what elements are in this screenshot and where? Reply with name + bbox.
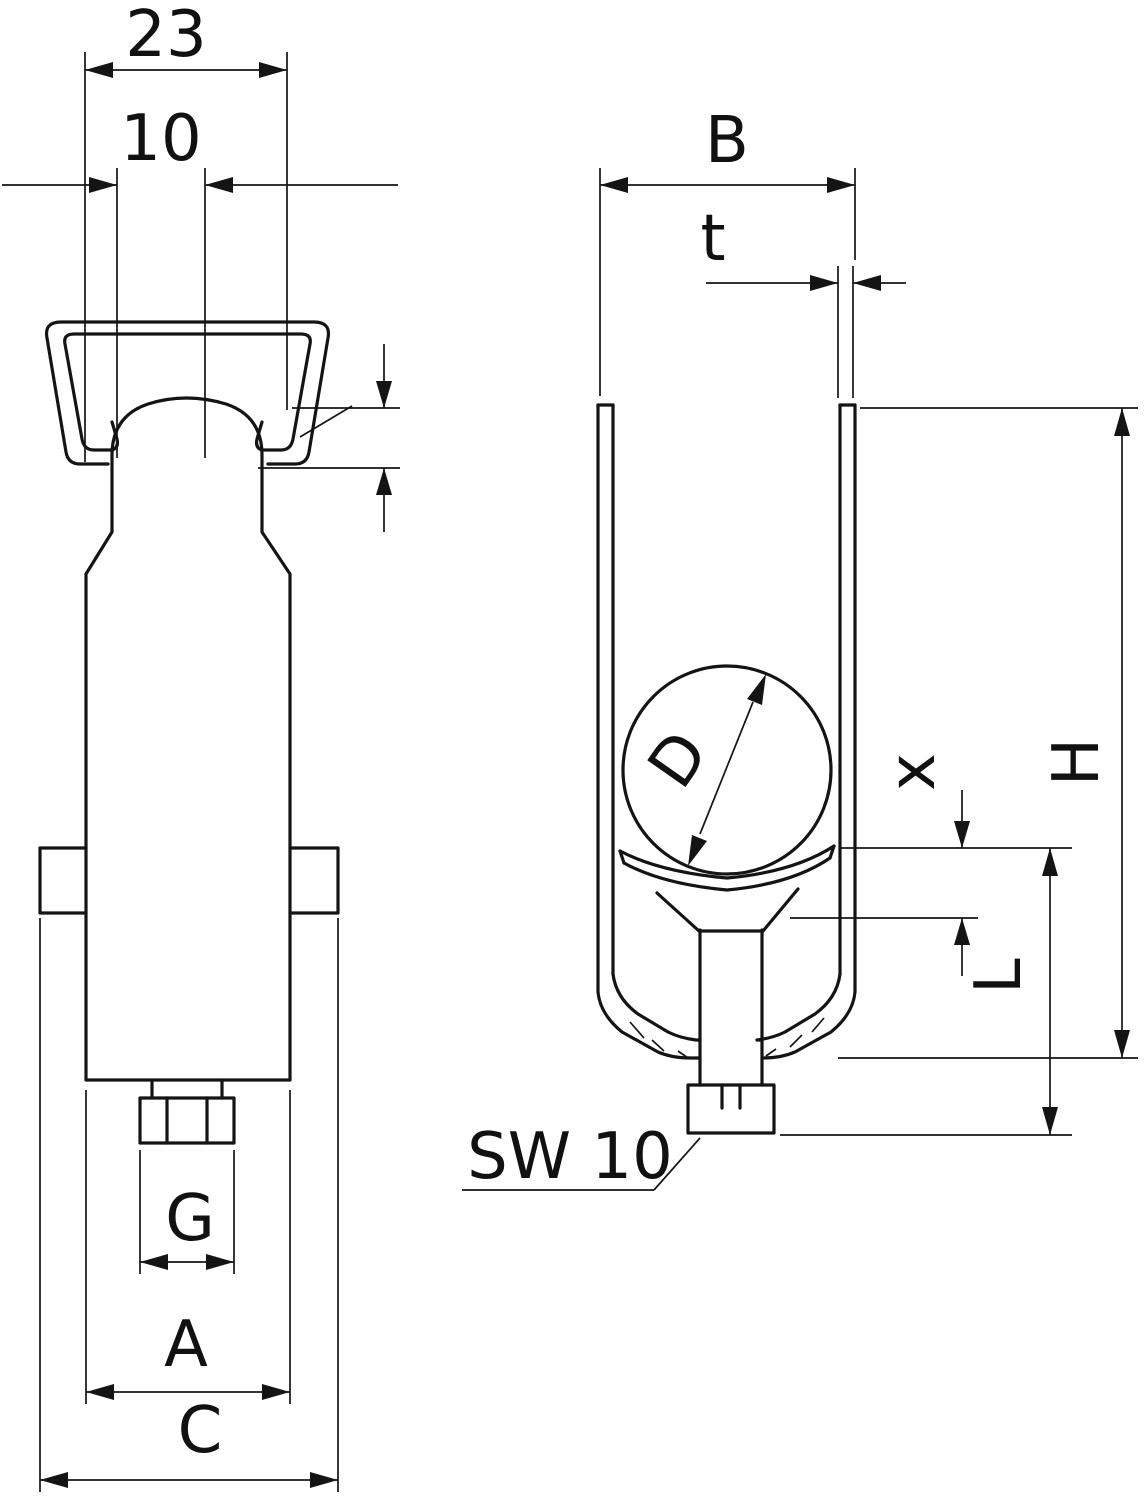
dim-material-thickness: t [700,202,906,398]
dim-clamping-range: x [876,753,970,976]
pressure-saddle [618,844,836,1087]
dim-head-depth [258,344,400,532]
clamp-body-front [596,403,857,1060]
bowl-serration [629,1017,825,1059]
nut-front [686,1083,776,1135]
dim-material-thickness-label: t [700,202,725,276]
dim-cable-diameter-label: D [634,719,723,802]
screw-front [686,1083,776,1135]
side-tab-left [38,846,88,915]
side-tab-right [288,846,340,915]
dim-profile-width-label: B [705,104,749,178]
dim-thread: G [139,1150,235,1274]
nut-side [138,1096,236,1145]
dim-profile-width: B [599,104,856,396]
wrench-size-label: SW 10 [467,1120,673,1194]
dim-height-label: H [1040,738,1114,786]
screw-side [138,1078,236,1145]
dim-shaft-length: L [962,848,1058,1135]
dim-head-width: 23 [84,0,288,462]
cable-section: D [621,664,833,876]
clamp-body-side [38,396,340,1082]
leader-line [299,405,353,438]
dim-thread-label: G [165,1182,215,1256]
side-view: 23 10 [2,0,400,1492]
cable-circle [621,664,833,876]
dim-overall-width: C [39,918,339,1492]
reference-lines [780,407,1138,1136]
dim-shaft-length-label: L [962,958,1036,994]
dim-height: H [1040,408,1130,1058]
dim-head-width-label: 23 [125,0,206,72]
dim-slot-width: 10 [2,102,398,458]
dim-slot-width-label: 10 [120,102,201,176]
dim-body-width-label: A [164,1308,208,1382]
dim-clamping-range-label: x [876,753,950,791]
dim-body-width: A [85,1090,291,1404]
wrench-size-callout: SW 10 [462,1120,701,1194]
front-view: B t [462,104,1138,1194]
dim-overall-width-label: C [178,1394,223,1468]
